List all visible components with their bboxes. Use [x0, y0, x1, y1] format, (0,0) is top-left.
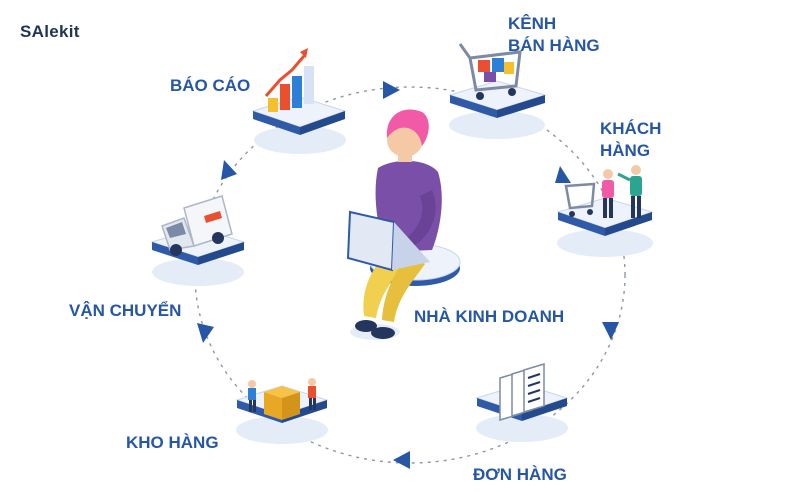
arrow-bottom-left [197, 323, 214, 343]
label-kho-hang: KHO HÀNG [126, 433, 219, 452]
report-bars-icon [264, 48, 314, 112]
arrow-left [221, 160, 237, 180]
shopping-cart-icon [458, 43, 522, 100]
warehouse-boxes-icon [248, 378, 316, 420]
label-khach-line1: KHÁCH [600, 119, 662, 138]
node-bao-cao [251, 48, 347, 154]
laptop [346, 210, 430, 272]
arrow-right [602, 322, 619, 340]
label-khach-line2: HÀNG [600, 141, 651, 160]
label-kenh-line2: BÁN HÀNG [508, 36, 600, 55]
label-don-hang: ĐƠN HÀNG [473, 465, 567, 484]
node-khach-hang [556, 165, 654, 257]
arrow-top-right [555, 166, 571, 183]
order-documents-icon [499, 362, 545, 422]
label-kenh-ban-hang: KÊNH BÁN HÀNG [508, 13, 600, 57]
label-kenh-line1: KÊNH [508, 14, 557, 33]
label-van-chuyen: VẬN CHUYỂN [69, 301, 182, 320]
cycle-arrows [197, 81, 619, 469]
arrow-bottom [393, 451, 410, 469]
customers-icon [564, 165, 642, 218]
label-bao-cao: BÁO CÁO [170, 76, 251, 95]
arrow-top [383, 81, 400, 99]
node-kho-hang [235, 378, 329, 444]
label-nha-kinh-doanh: NHÀ KINH DOANH [414, 307, 565, 326]
salekit-logo: SAlekit [20, 22, 80, 41]
node-van-chuyen [150, 195, 246, 286]
central-person-illustration [346, 109, 461, 340]
node-don-hang [475, 362, 569, 442]
label-khach-hang: KHÁCH HÀNG [600, 118, 661, 162]
node-kenh-ban-hang [448, 43, 547, 139]
delivery-truck-icon [161, 195, 233, 256]
